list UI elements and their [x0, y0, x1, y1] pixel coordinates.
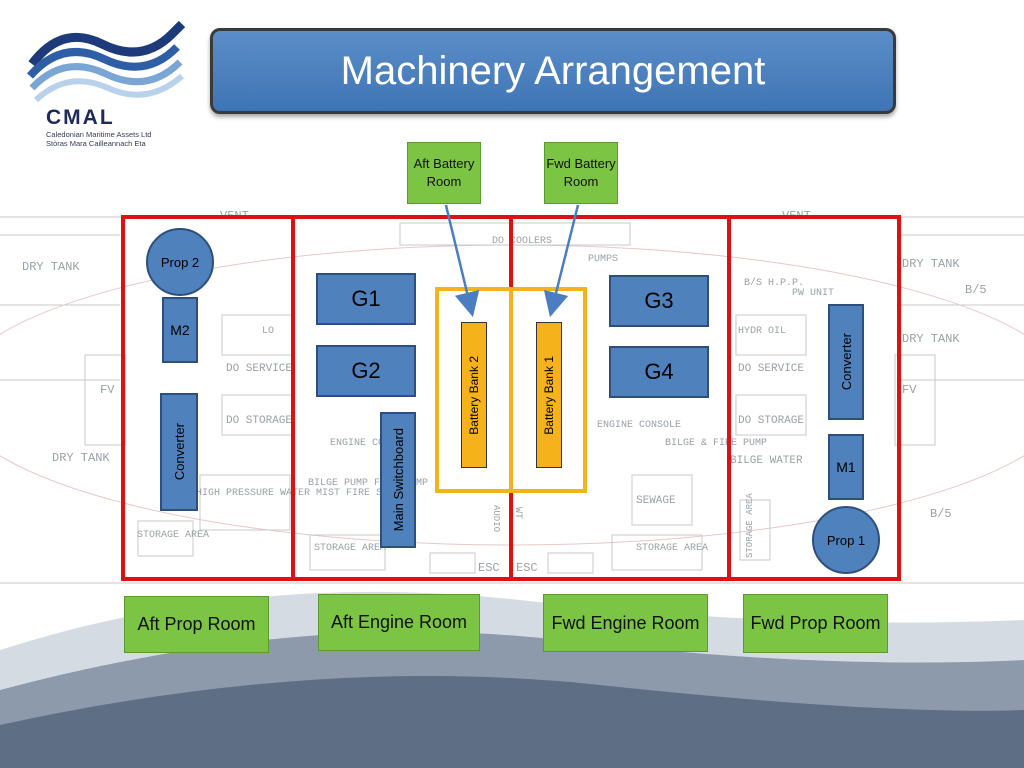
arrow-aft-battery — [444, 205, 480, 318]
bg-dry-tank-right-top: DRY TANK — [902, 257, 960, 271]
logo-subtitle-1: Caledonian Maritime Assets Ltd — [46, 130, 152, 139]
fwd-battery-room-frame — [509, 287, 587, 493]
generator-g2: G2 — [316, 345, 416, 397]
bg-engine-console-left: ENGINE CONSOLE — [330, 438, 414, 449]
bg-bilge-water: BILGE WATER — [730, 455, 803, 467]
bg-bilge-fire-pump-right: BILGE & FIRE PUMP — [665, 438, 767, 449]
converter-aft-label: Converter — [171, 423, 187, 481]
bg-dry-tank-right-mid: DRY TANK — [902, 332, 960, 346]
fwd-engine-room-label: Fwd Engine Room — [543, 594, 708, 652]
fwd-prop-room-label: Fwd Prop Room — [743, 594, 888, 653]
bg-fv-left: FV — [100, 383, 115, 397]
bg-do-storage-left: DO STORAGE — [226, 415, 292, 427]
page-title: Machinery Arrangement — [210, 28, 896, 114]
bg-do-service-left: DO SERVICE — [226, 363, 292, 375]
arrow-fwd-battery — [543, 205, 580, 318]
bg-storage-area-fwd-engine: STORAGE AREA — [636, 543, 708, 554]
bg-hydr-oil: HYDR OIL — [738, 326, 786, 337]
bg-sewage: SEWAGE — [636, 495, 676, 507]
bg-esc-left: ESC — [478, 561, 500, 575]
bg-bs-hpp: B/S H.P.P. — [744, 277, 804, 289]
bg-storage-area-fwd-prop: STORAGE AREA — [745, 493, 755, 558]
bg-audio: AUDIO — [491, 505, 501, 532]
bg-dry-tank-left-top: DRY TANK — [22, 260, 80, 274]
bg-high-pressure-mist: HIGH PRESSURE WATER MIST FIRE SYSTEM — [196, 488, 412, 499]
generator-g3: G3 — [609, 275, 709, 327]
bg-storage-area-aft-engine: STORAGE AREA — [314, 543, 386, 554]
background-waves — [0, 591, 1024, 768]
motor-m1: M1 — [828, 434, 864, 500]
cmal-wave-icon — [26, 20, 186, 103]
bg-storage-area-aft: STORAGE AREA — [137, 530, 209, 541]
converter-fwd-label: Converter — [838, 333, 854, 391]
bg-engine-console-right: ENGINE CONSOLE — [597, 420, 681, 431]
logo-text-block: CMAL Caledonian Maritime Assets Ltd Stòr… — [46, 106, 151, 148]
bg-wt: WT — [512, 507, 523, 519]
machinery-plan: DRY TANK DRY TANK DRY TANK DRY TANK B/5 … — [0, 205, 1024, 584]
battery-bank-1-label: Battery Bank 1 — [542, 355, 556, 435]
generator-g1: G1 — [316, 273, 416, 325]
motor-m2: M2 — [162, 297, 198, 363]
logo-name: CMAL — [46, 106, 115, 129]
bg-bilge-fire-pump-left: BILGE PUMP FIRE PUMP — [308, 478, 428, 489]
aft-engine-room-label: Aft Engine Room — [318, 594, 480, 651]
bg-do-service-right: DO SERVICE — [738, 363, 804, 375]
bg-fv-right: FV — [902, 383, 917, 397]
fwd-prop-room-border — [727, 215, 901, 581]
generator-g4: G4 — [609, 346, 709, 398]
bg-esc-right: ESC — [516, 561, 538, 575]
bg-bs-right-top: B/5 — [965, 283, 987, 297]
bg-dry-tank-left-bottom: DRY TANK — [52, 451, 110, 465]
bg-pumps: PUMPS — [588, 254, 618, 265]
aft-battery-room-label: Aft Battery Room — [407, 142, 481, 204]
converter-aft: Converter — [160, 393, 198, 511]
battery-room-frames — [435, 287, 587, 493]
battery-bank-1: Battery Bank 1 — [536, 322, 562, 468]
bg-lo: LO — [262, 326, 274, 337]
converter-fwd: Converter — [828, 304, 864, 420]
cmal-logo: CMAL Caledonian Maritime Assets Ltd Stòr… — [22, 14, 212, 149]
bg-do-storage-right: DO STORAGE — [738, 415, 804, 427]
prop-2: Prop 2 — [146, 228, 214, 296]
logo-subtitle-2: Stòras Mara Cailleannach Eta — [46, 139, 146, 148]
main-switchboard-label: Main Switchboard — [390, 428, 406, 532]
battery-bank-2: Battery Bank 2 — [461, 322, 487, 468]
fwd-battery-room-label: Fwd Battery Room — [544, 142, 618, 204]
bg-do-coolers: DO COOLERS — [492, 236, 552, 247]
battery-bank-2-label: Battery Bank 2 — [467, 355, 481, 435]
bg-pw-unit: PW UNIT — [792, 288, 834, 299]
bg-bs-right-bottom: B/5 — [930, 507, 952, 521]
prop-1: Prop 1 — [812, 506, 880, 574]
aft-prop-room-label: Aft Prop Room — [124, 596, 269, 653]
main-switchboard: Main Switchboard — [380, 412, 416, 548]
